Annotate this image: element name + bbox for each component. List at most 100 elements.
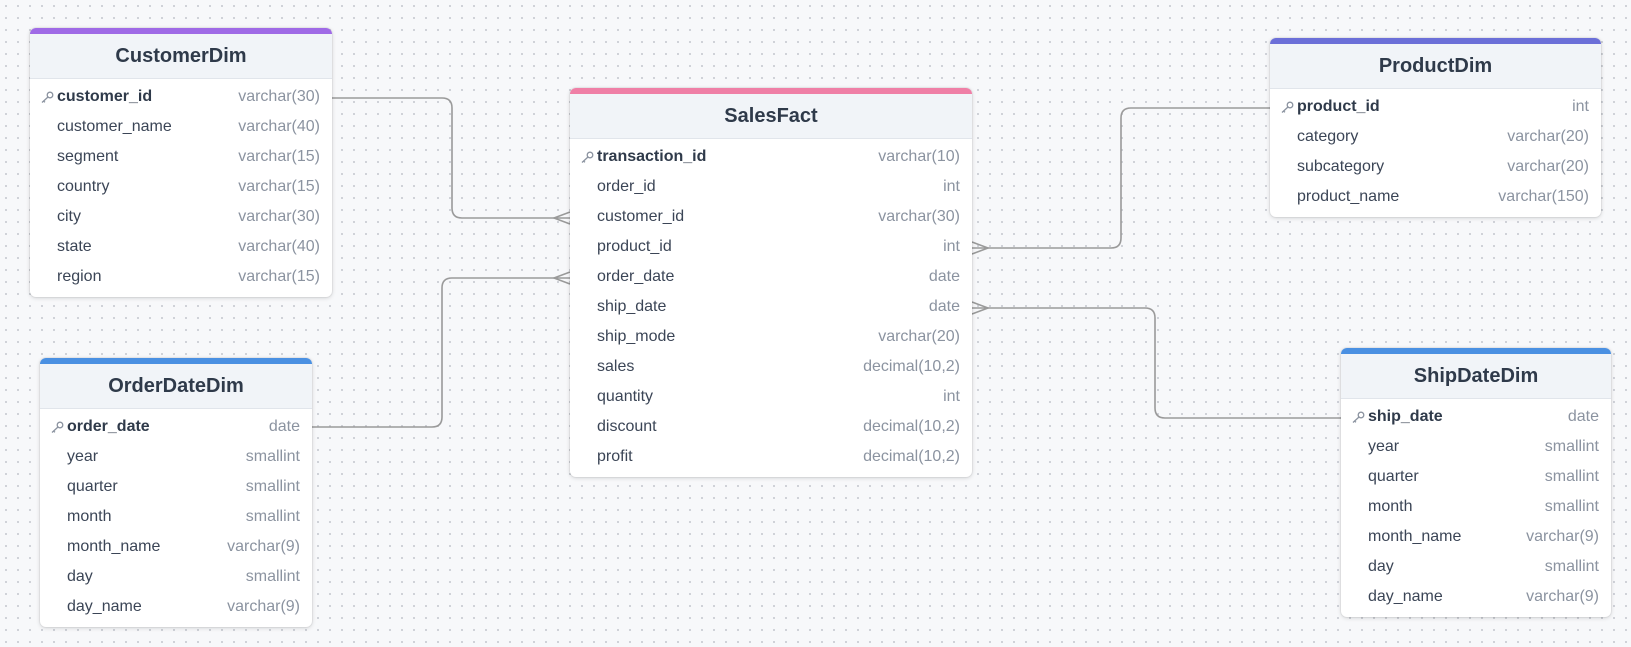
- column-name: country: [57, 178, 110, 195]
- column-name: sales: [597, 358, 635, 375]
- column-name: year: [1368, 438, 1400, 455]
- table-color-bar: [1341, 348, 1611, 354]
- column-type: varchar(30): [878, 208, 960, 225]
- relationship-product-sales[interactable]: [971, 107, 1270, 255]
- column-name: ship_date: [597, 298, 667, 315]
- column-type: smallint: [1544, 468, 1599, 485]
- column-type: varchar(15): [238, 268, 320, 285]
- column-row[interactable]: customer_id varchar(30): [570, 202, 972, 232]
- column-name: day_name: [1368, 588, 1443, 605]
- column-row[interactable]: month_name varchar(9): [1341, 522, 1611, 552]
- column-name: quarter: [67, 478, 118, 495]
- column-name: product_id: [1297, 98, 1380, 115]
- column-type: int: [943, 178, 960, 195]
- column-row-pk[interactable]: customer_id varchar(30): [30, 82, 332, 112]
- crow-foot-icon: [551, 271, 571, 285]
- column-type: varchar(9): [1526, 528, 1599, 545]
- crow-foot-icon: [971, 301, 991, 315]
- column-row-pk[interactable]: product_id int: [1270, 92, 1601, 122]
- column-row[interactable]: sales decimal(10,2): [570, 352, 972, 382]
- column-type: smallint: [245, 478, 300, 495]
- column-type: varchar(40): [238, 118, 320, 135]
- column-type: decimal(10,2): [863, 418, 960, 435]
- column-row[interactable]: quarter smallint: [40, 472, 312, 502]
- column-type: varchar(30): [238, 88, 320, 105]
- column-name: month_name: [67, 538, 161, 555]
- table-product-dim[interactable]: ProductDim product_id int category varcha…: [1270, 38, 1601, 217]
- column-row[interactable]: day_name varchar(9): [40, 592, 312, 622]
- table-color-bar: [30, 28, 332, 34]
- table-color-bar: [40, 358, 312, 364]
- column-row[interactable]: product_id int: [570, 232, 972, 262]
- column-type: varchar(10): [878, 148, 960, 165]
- column-type: varchar(150): [1498, 188, 1589, 205]
- column-name: customer_id: [597, 208, 685, 225]
- column-name: segment: [57, 148, 119, 165]
- table-title[interactable]: ProductDim: [1270, 44, 1601, 89]
- column-row-pk[interactable]: transaction_id varchar(10): [570, 142, 972, 172]
- column-name: region: [57, 268, 102, 285]
- column-type: varchar(9): [227, 598, 300, 615]
- column-type: int: [943, 238, 960, 255]
- column-name: month_name: [1368, 528, 1462, 545]
- column-row[interactable]: category varchar(20): [1270, 122, 1601, 152]
- column-type: varchar(20): [1507, 128, 1589, 145]
- column-type: varchar(15): [238, 148, 320, 165]
- column-name: day: [67, 568, 93, 585]
- table-title[interactable]: OrderDateDim: [40, 364, 312, 409]
- relationship-orderdate-sales[interactable]: [312, 271, 571, 428]
- table-title[interactable]: SalesFact: [570, 94, 972, 139]
- column-row[interactable]: ship_date date: [570, 292, 972, 322]
- table-color-bar: [570, 88, 972, 94]
- table-title[interactable]: ShipDateDim: [1341, 354, 1611, 399]
- table-sales-fact[interactable]: SalesFact transaction_id varchar(10) ord…: [570, 88, 972, 477]
- column-row[interactable]: order_id int: [570, 172, 972, 202]
- key-icon: [51, 421, 64, 433]
- column-row-pk[interactable]: order_date date: [40, 412, 312, 442]
- column-type: decimal(10,2): [863, 448, 960, 465]
- relationship-customer-sales[interactable]: [332, 97, 571, 225]
- column-name: day_name: [67, 598, 142, 615]
- column-name: category: [1297, 128, 1359, 145]
- column-type: decimal(10,2): [863, 358, 960, 375]
- column-row[interactable]: region varchar(15): [30, 262, 332, 292]
- column-name: product_id: [597, 238, 672, 255]
- column-row[interactable]: quarter smallint: [1341, 462, 1611, 492]
- column-name: subcategory: [1297, 158, 1385, 175]
- column-row[interactable]: segment varchar(15): [30, 142, 332, 172]
- column-row-pk[interactable]: ship_date date: [1341, 402, 1611, 432]
- key-icon: [1281, 101, 1294, 113]
- column-type: date: [928, 298, 960, 315]
- relationship-shipdate-sales[interactable]: [971, 301, 1341, 419]
- table-customer-dim[interactable]: CustomerDim customer_id varchar(30) cust…: [30, 28, 332, 297]
- column-type: varchar(20): [878, 328, 960, 345]
- column-name: city: [57, 208, 81, 225]
- column-name: year: [67, 448, 99, 465]
- column-name: order_id: [597, 178, 656, 195]
- table-title[interactable]: CustomerDim: [30, 34, 332, 79]
- column-name: quarter: [1368, 468, 1419, 485]
